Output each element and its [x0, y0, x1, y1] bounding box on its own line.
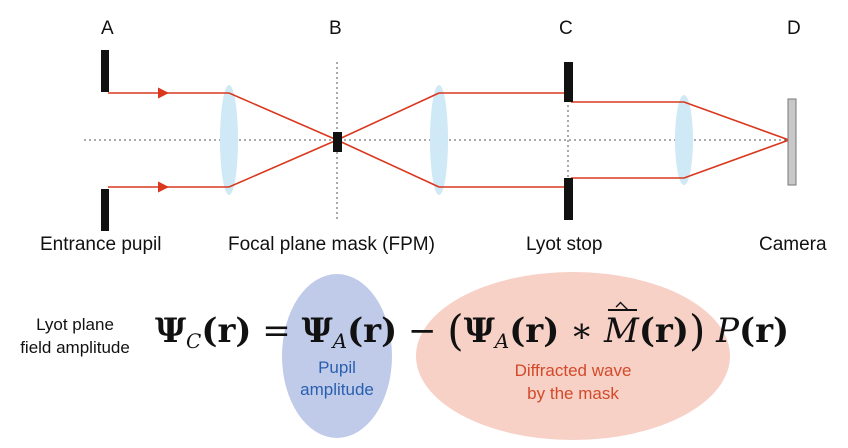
caption-camera: Camera: [759, 234, 827, 255]
p-symbol: P: [716, 311, 740, 351]
ray-camera-bottom: [683, 139, 790, 179]
lyot-plane-label: Lyot plane field amplitude: [0, 313, 150, 359]
pupil-amplitude-line2: amplitude: [300, 380, 374, 399]
ray-diverge-top: [336, 92, 440, 141]
arg-r-2: (r): [347, 311, 398, 351]
arg-r-5: (r): [739, 311, 790, 351]
entrance-pupil-bottom: [101, 189, 109, 231]
psi-c-symbol: Ψ: [155, 311, 187, 351]
lyot-stop-top: [564, 62, 573, 102]
ray-converge-top: [228, 92, 338, 141]
ray-converge-bottom: [228, 139, 338, 188]
plane-letter-b: B: [329, 18, 342, 39]
psi-a-symbol-2: Ψ: [463, 311, 495, 351]
convolution-star: ∗: [570, 311, 594, 351]
entrance-pupil-top: [101, 50, 109, 92]
equals-sign: =: [262, 311, 291, 351]
lyot-stop-bottom: [564, 178, 573, 220]
subscript-a-1: A: [332, 329, 348, 353]
plane-letter-a: A: [101, 18, 114, 39]
pupil-amplitude-label: Pupil amplitude: [272, 357, 402, 401]
lyot-plane-label-line2: field amplitude: [20, 338, 130, 357]
lyot-plane-label-line1: Lyot plane: [36, 315, 114, 334]
camera-detector: [787, 98, 797, 186]
caption-focal-plane-mask: Focal plane mask (FPM): [228, 234, 435, 255]
diffracted-wave-line1: Diffracted wave: [514, 361, 632, 380]
caption-entrance-pupil: Entrance pupil: [40, 234, 162, 255]
right-paren: ): [688, 306, 706, 355]
lens-2: [430, 85, 448, 195]
left-paren: (: [447, 306, 464, 355]
diffracted-wave-label: Diffracted wave by the mask: [443, 359, 703, 405]
subscript-a-2: A: [494, 329, 510, 353]
plane-letter-d: D: [787, 18, 801, 39]
light-rays: [108, 87, 790, 193]
arg-r-4: (r): [638, 311, 689, 351]
pupil-amplitude-line1: Pupil: [318, 358, 356, 377]
lens-1: [220, 85, 238, 195]
subscript-c: C: [186, 329, 202, 353]
psi-a-symbol: Ψ: [301, 311, 333, 351]
focal-plane-mask: [333, 132, 342, 152]
lyot-field-equation: ΨC(r) = ΨA(r) − (ΨA(r) ∗ M(r)) P(r): [155, 306, 789, 355]
lens-3: [675, 95, 693, 185]
diffracted-wave-line2: by the mask: [527, 384, 619, 403]
arg-r-3: (r): [509, 311, 560, 351]
pupil-amplitude-ellipse: [282, 274, 392, 438]
minus-sign: −: [407, 311, 437, 351]
arg-r-1: (r): [201, 311, 252, 351]
diffracted-wave-ellipse: [416, 272, 730, 440]
m-hat-symbol: M: [604, 309, 639, 351]
plane-letter-c: C: [559, 18, 573, 39]
ray-camera-top: [683, 101, 790, 141]
caption-lyot-stop: Lyot stop: [526, 234, 603, 255]
ray-diverge-bottom: [336, 139, 440, 188]
